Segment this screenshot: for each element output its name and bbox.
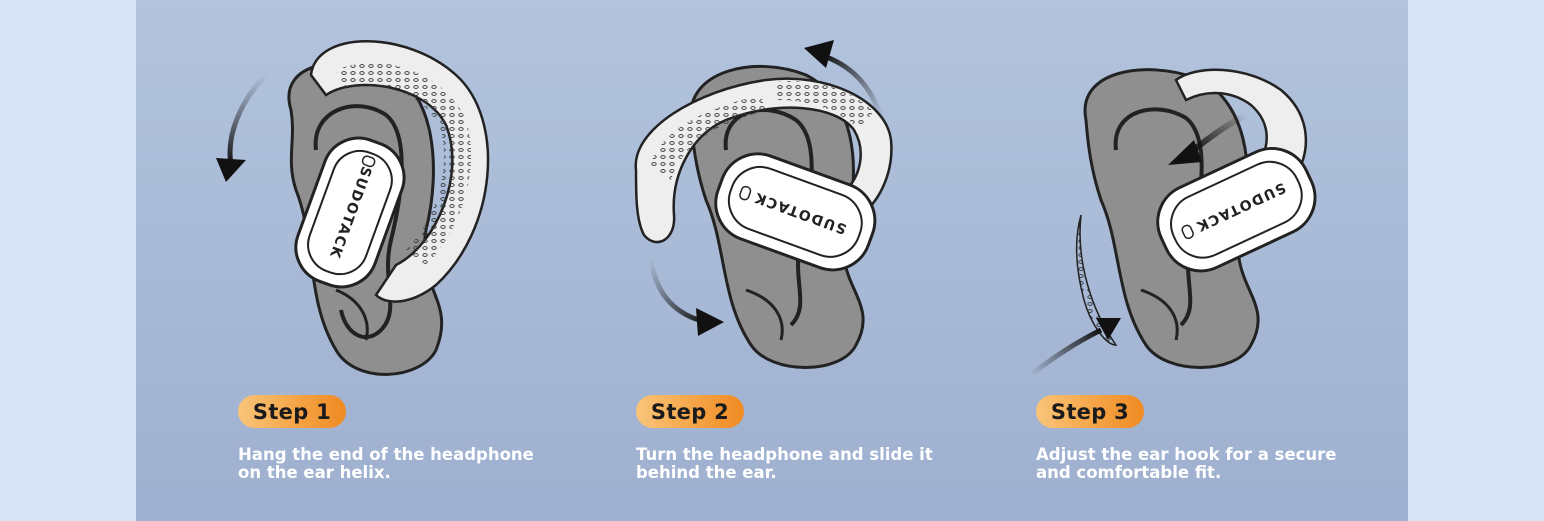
earbud: SUDOTACK: [714, 152, 877, 272]
step-2-label: Step 2: [650, 399, 730, 424]
step-1-description: Hang the end of the headphone on the ear…: [238, 446, 568, 482]
push-up-arrow-icon: [1029, 327, 1103, 377]
step-2-badge: Step 2: [636, 395, 744, 428]
step-2: SUDOTACK Step 2 Turn the headphone and s…: [596, 0, 976, 521]
rotate-arrow-icon: [227, 73, 268, 166]
step-3-label: Step 3: [1050, 399, 1130, 424]
step-1-badge: Step 1: [238, 395, 346, 428]
step-3-line-1: Adjust the ear hook for a secure: [1036, 445, 1337, 464]
step-2-line-2: behind the ear.: [636, 463, 777, 482]
step-1-label: Step 1: [252, 399, 332, 424]
earbud: SUDOTACK: [1156, 147, 1317, 273]
step-3-badge: Step 3: [1036, 395, 1144, 428]
step-1-line-2: on the ear helix.: [238, 463, 391, 482]
step-3-description: Adjust the ear hook for a secure and com…: [1036, 446, 1366, 482]
step-2-line-1: Turn the headphone and slide it: [636, 445, 933, 464]
step-1-line-1: Hang the end of the headphone: [238, 445, 534, 464]
step-2-illustration: SUDOTACK: [634, 40, 893, 369]
instruction-panel: SUDOTACK Step 1 Hang the end of the head…: [136, 0, 1408, 521]
rotate-arrow-top-icon: [820, 52, 884, 119]
step-1-illustration: SUDOTACK: [216, 40, 490, 376]
step-3-line-2: and comfortable fit.: [1036, 463, 1222, 482]
step-1: SUDOTACK Step 1 Hang the end of the head…: [196, 0, 576, 521]
step-3: SUDOTACK Step 3 Adjust the ear hook for …: [996, 0, 1376, 521]
step-3-illustration: SUDOTACK: [1029, 68, 1317, 377]
earbud: SUDOTACK: [294, 136, 406, 289]
step-2-description: Turn the headphone and slide it behind t…: [636, 446, 966, 482]
